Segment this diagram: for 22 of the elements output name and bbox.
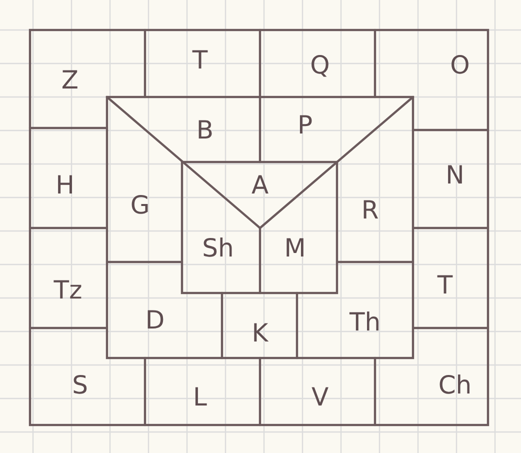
cell-letter: Q bbox=[310, 52, 330, 78]
cell-letter: B bbox=[196, 118, 214, 142]
cell-letter: T bbox=[437, 272, 453, 298]
cell-letter: A bbox=[251, 172, 269, 198]
cell-letter: P bbox=[297, 112, 313, 138]
cell-letter: T bbox=[192, 48, 208, 72]
cell-letter: G bbox=[130, 192, 150, 218]
cell-letter: S bbox=[72, 372, 88, 398]
cell-letter: Tz bbox=[54, 278, 82, 302]
cell-letter: Ch bbox=[438, 372, 472, 398]
cell-letter: N bbox=[446, 162, 464, 188]
cell-letter: K bbox=[252, 320, 268, 346]
cell-letter: Z bbox=[61, 68, 79, 92]
cell-letter: V bbox=[311, 384, 329, 410]
cell-letter: R bbox=[361, 198, 379, 222]
cell-letter: O bbox=[450, 52, 470, 78]
cell-letter: H bbox=[56, 172, 74, 198]
cell-letter: Th bbox=[349, 310, 381, 334]
cell-letter: Sh bbox=[202, 236, 234, 260]
cell-letter: D bbox=[145, 308, 165, 332]
cell-letter: M bbox=[284, 236, 306, 260]
cell-letter: L bbox=[193, 384, 207, 410]
